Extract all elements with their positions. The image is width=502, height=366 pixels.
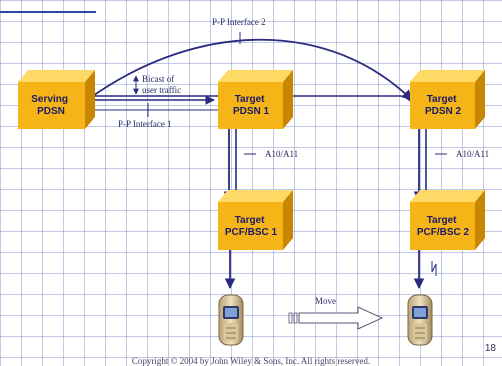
svg-text:Serving PDSN: Serving PDSN bbox=[31, 94, 70, 117]
svg-text:Target PCF/BSC 2: Target PCF/BSC 2 bbox=[417, 215, 470, 238]
move-arrow-icon bbox=[288, 306, 384, 330]
pp-interface-1-label: P-P Interface 1 bbox=[118, 119, 172, 129]
pp-interface-2-link bbox=[89, 38, 413, 101]
copyright-footer: Copyright © 2004 by John Wiley & Sons, I… bbox=[131, 356, 371, 366]
svg-text:Target PDSN 1: Target PDSN 1 bbox=[233, 94, 270, 117]
serving-pdsn-box: Serving PDSN bbox=[18, 70, 95, 129]
target-pdsn1-box: Target PDSN 1 bbox=[218, 70, 293, 129]
move-label: Move bbox=[315, 296, 336, 306]
svg-text:Target PDSN 2: Target PDSN 2 bbox=[425, 94, 462, 117]
a10-a11-left-label: A10/A11 bbox=[265, 149, 298, 159]
mobile-phone-left-icon bbox=[218, 294, 244, 346]
svg-text:Target PCF/BSC 1: Target PCF/BSC 1 bbox=[225, 215, 278, 238]
mobile-phone-right-icon bbox=[407, 294, 433, 346]
a10-a11-right-label: A10/A11 bbox=[456, 149, 489, 159]
bicast-label: Bicast of user traffic bbox=[142, 74, 181, 95]
target-pcf1-box: Target PCF/BSC 1 bbox=[218, 190, 293, 250]
radio-zigzag bbox=[431, 261, 437, 276]
target-pdsn2-box: Target PDSN 2 bbox=[410, 70, 485, 129]
pp-interface-2-label: P-P Interface 2 bbox=[212, 17, 266, 27]
target-pcf2-box: Target PCF/BSC 2 bbox=[410, 190, 485, 250]
page-number: 18 bbox=[484, 343, 496, 354]
